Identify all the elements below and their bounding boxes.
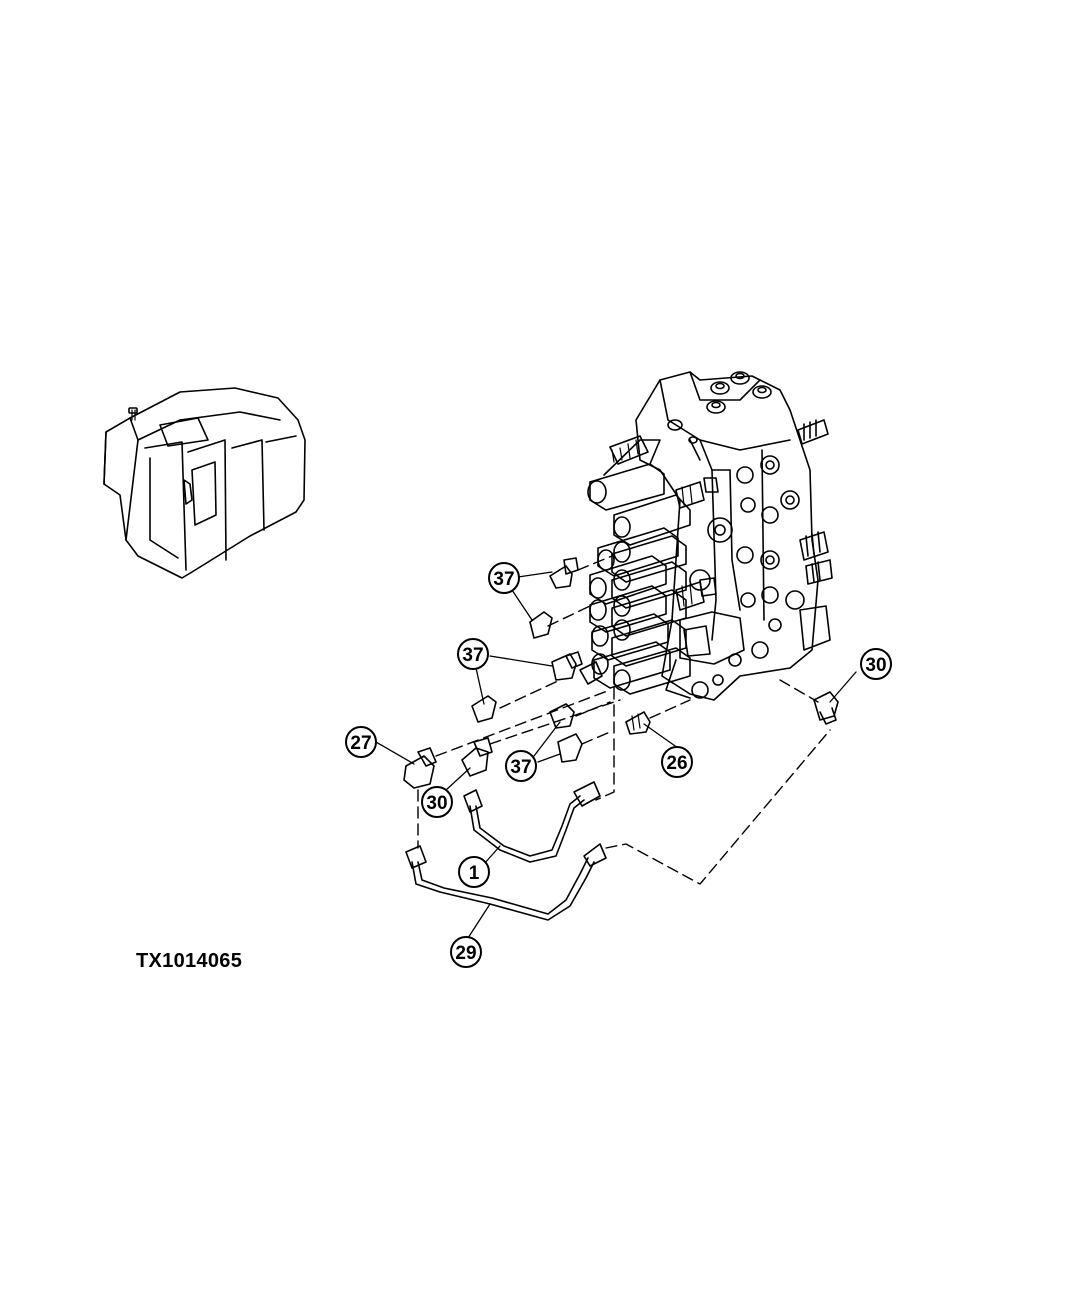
callout-label: 26 (666, 753, 687, 774)
callout-label: 30 (865, 655, 886, 676)
figure-id-label: TX1014065 (136, 950, 243, 972)
elbow-fitting-27 (403, 747, 437, 789)
control-valve-assembly (635, 371, 833, 701)
callout-1: 1 (458, 856, 490, 888)
callout-label: 37 (510, 757, 531, 778)
callout-27: 27 (345, 726, 377, 758)
callout-label: 37 (462, 645, 483, 666)
callout-label: 37 (493, 569, 514, 590)
callout-26: 26 (661, 746, 693, 778)
adapter-fitting-26 (625, 711, 651, 735)
callout-label: 29 (455, 943, 476, 964)
callout-leader-lines (375, 571, 857, 939)
callout-label: 27 (350, 733, 371, 754)
elbow-fitting-30-right (813, 691, 839, 725)
assembly-dashed-lines (417, 555, 831, 885)
elbow-fitting-37-upper (529, 557, 579, 639)
callout-29: 29 (450, 936, 482, 968)
callout-label: 30 (426, 793, 447, 814)
callout-37-middle: 37 (457, 638, 489, 670)
callout-30-left: 30 (421, 786, 453, 818)
callout-label: 1 (469, 863, 480, 884)
elbow-fitting-37-middle (471, 651, 603, 723)
tube-line-29 (405, 843, 607, 921)
elbow-fitting-37-lower (549, 703, 583, 763)
callout-37-lower: 37 (505, 750, 537, 782)
tube-line-1 (463, 781, 601, 863)
spool-end-caps (587, 435, 719, 695)
callout-30-right: 30 (860, 648, 892, 680)
callout-37-upper: 37 (488, 562, 520, 594)
elbow-fitting-30-left (461, 737, 493, 777)
machine-cab-locator-icon (103, 387, 306, 579)
